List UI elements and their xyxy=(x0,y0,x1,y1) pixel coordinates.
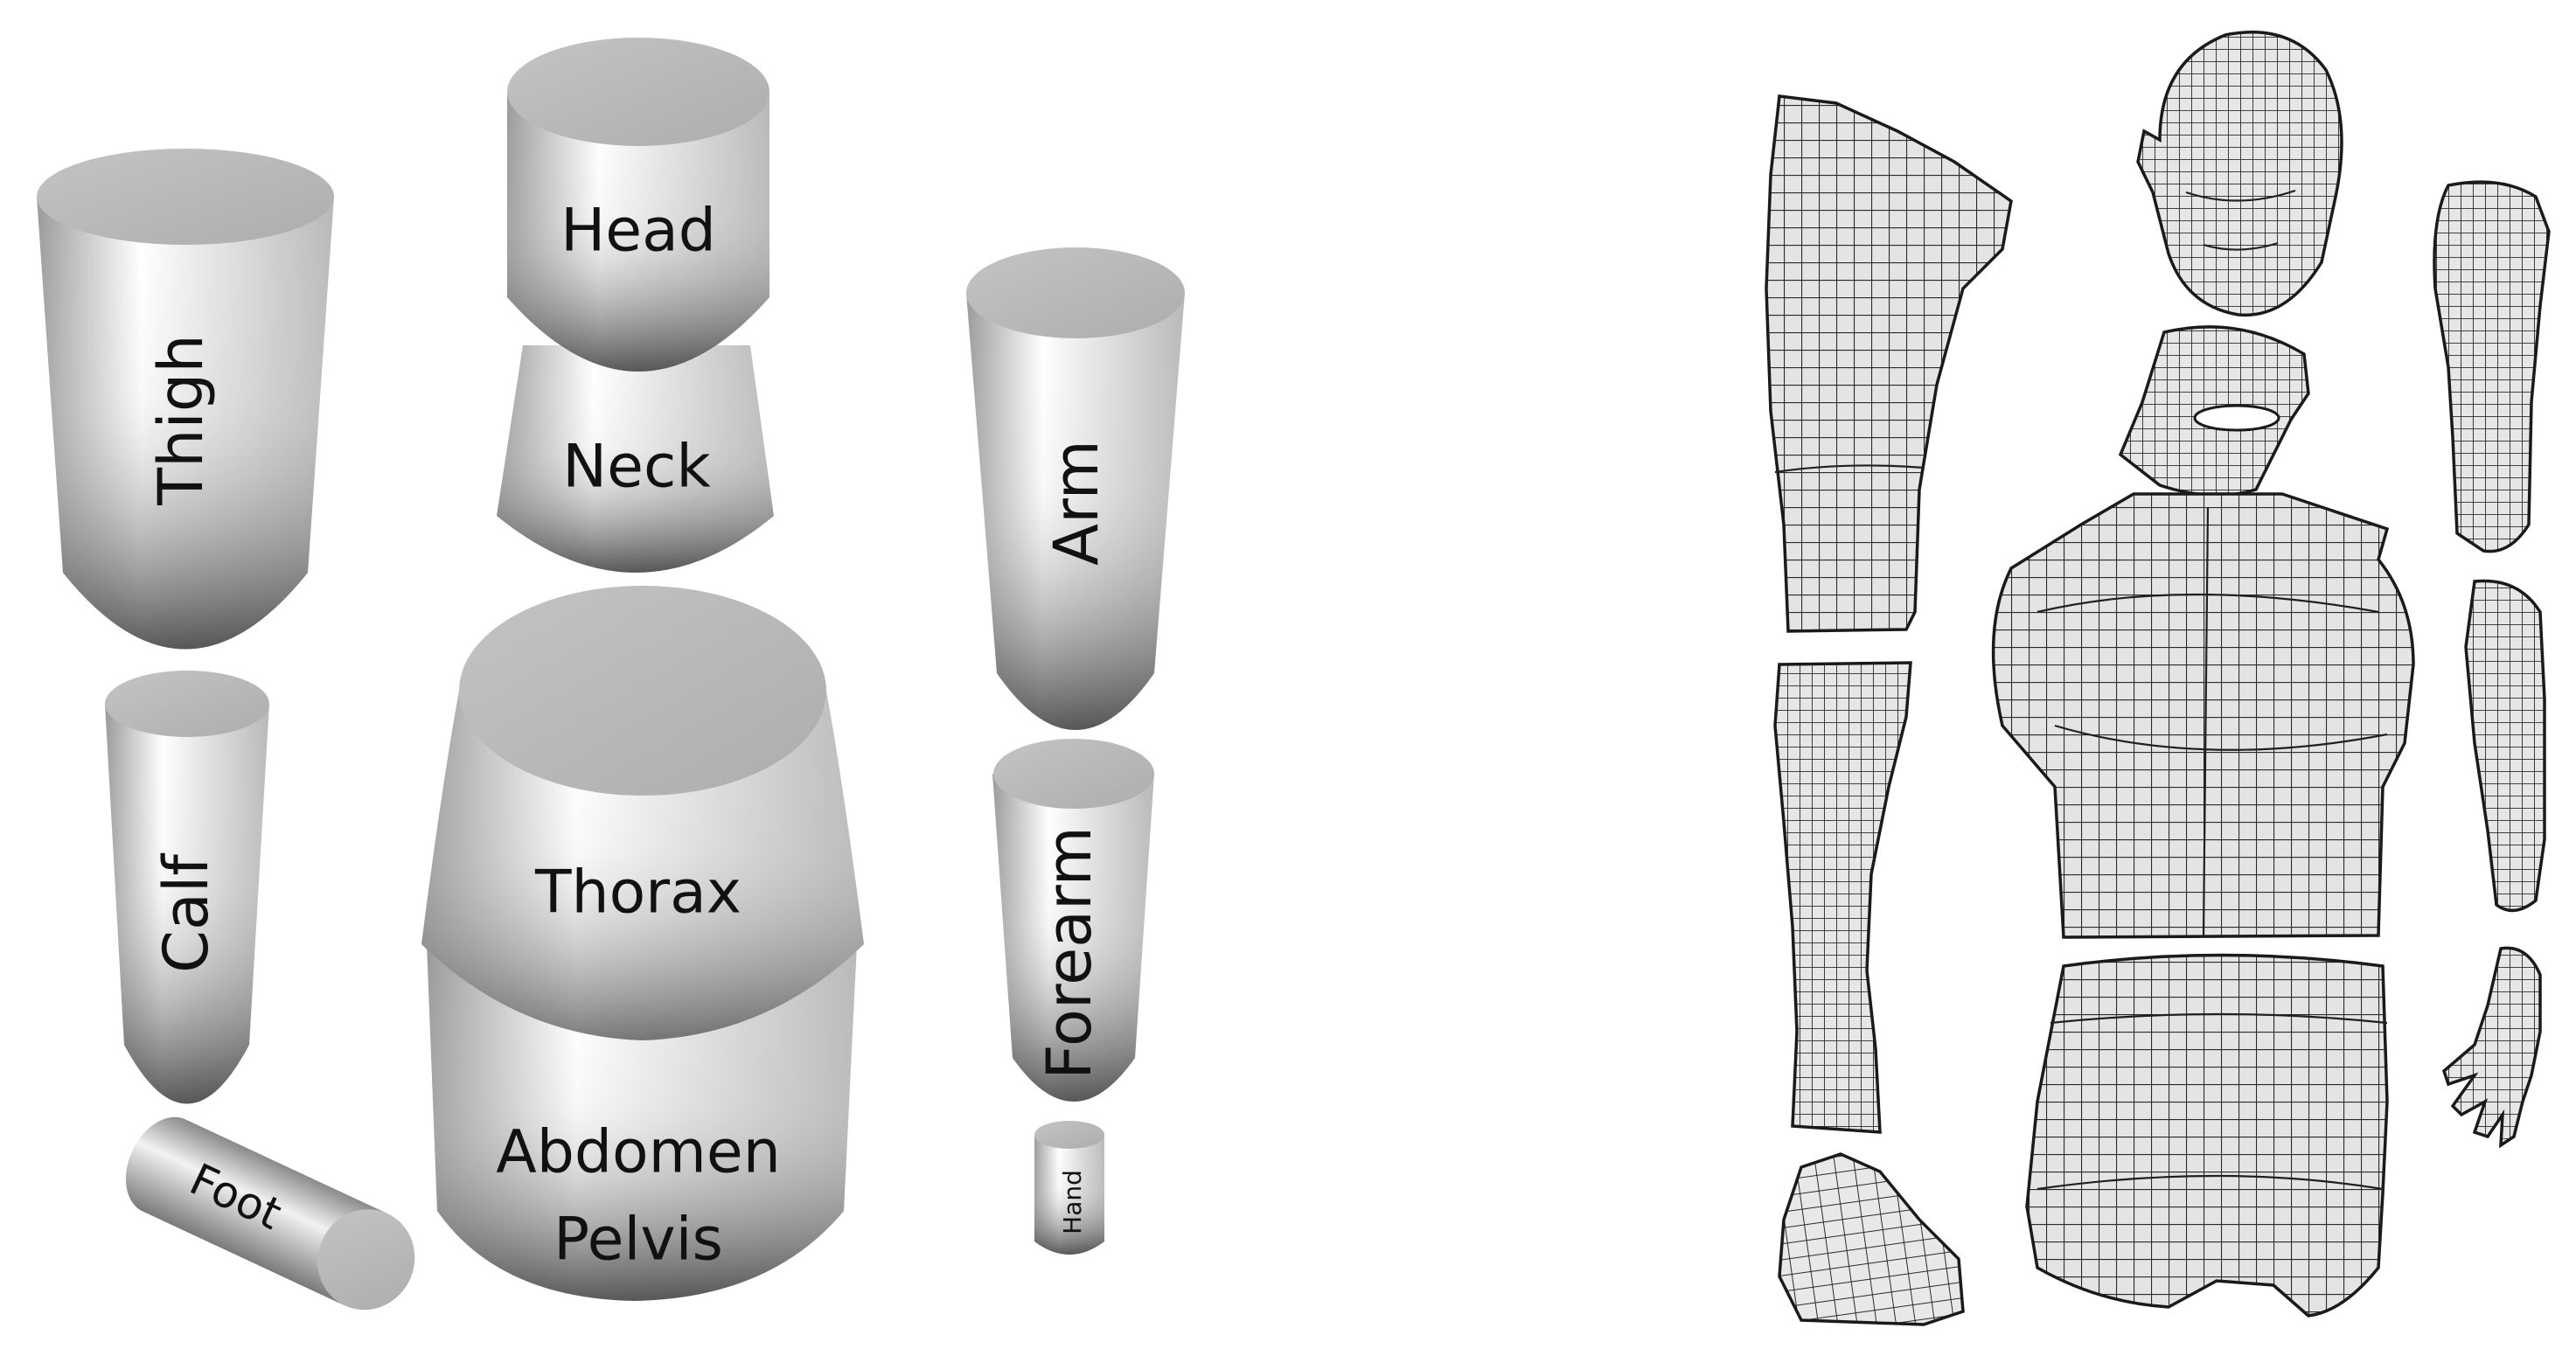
hand-label: Hand xyxy=(1058,1170,1087,1234)
mesh-head xyxy=(2136,31,2343,317)
calf-label: Calf xyxy=(150,853,222,973)
mesh-arm xyxy=(2433,180,2551,553)
thorax-label: Thorax xyxy=(534,859,741,928)
mesh-thigh xyxy=(1765,94,2013,633)
neck-label: Neck xyxy=(562,433,711,502)
forearm-segment: Forearm xyxy=(992,739,1154,1102)
mesh-calf xyxy=(1773,661,1912,1134)
forearm-label: Forearm xyxy=(1034,826,1105,1080)
mesh-neck xyxy=(2118,325,2310,497)
abdomen-pelvis-segment: Abdomen Pelvis xyxy=(427,944,857,1301)
pelvis-label: Pelvis xyxy=(553,1206,723,1275)
calf-segment: Calf xyxy=(105,671,269,1104)
mesh-foot xyxy=(1778,1152,1965,1326)
arm-label: Arm xyxy=(1041,440,1112,566)
mesh-abdomen-pelvis xyxy=(2025,953,2389,1318)
hand-segment: Hand xyxy=(1034,1121,1104,1255)
neck-segment: Neck xyxy=(497,345,774,573)
head-segment: Head xyxy=(507,38,769,372)
arm-segment: Arm xyxy=(966,247,1185,730)
mesh-forearm xyxy=(2464,579,2546,913)
thigh-segment: Thigh xyxy=(37,149,334,650)
thorax-segment: Thorax xyxy=(421,586,864,1040)
thigh-label: Thigh xyxy=(145,334,217,505)
mesh-thorax xyxy=(1991,492,2415,939)
abdomen-label: Abdomen xyxy=(496,1118,781,1187)
mesh-hand xyxy=(2441,946,2542,1149)
head-label: Head xyxy=(560,197,716,266)
foot-segment: Foot xyxy=(125,1116,415,1311)
